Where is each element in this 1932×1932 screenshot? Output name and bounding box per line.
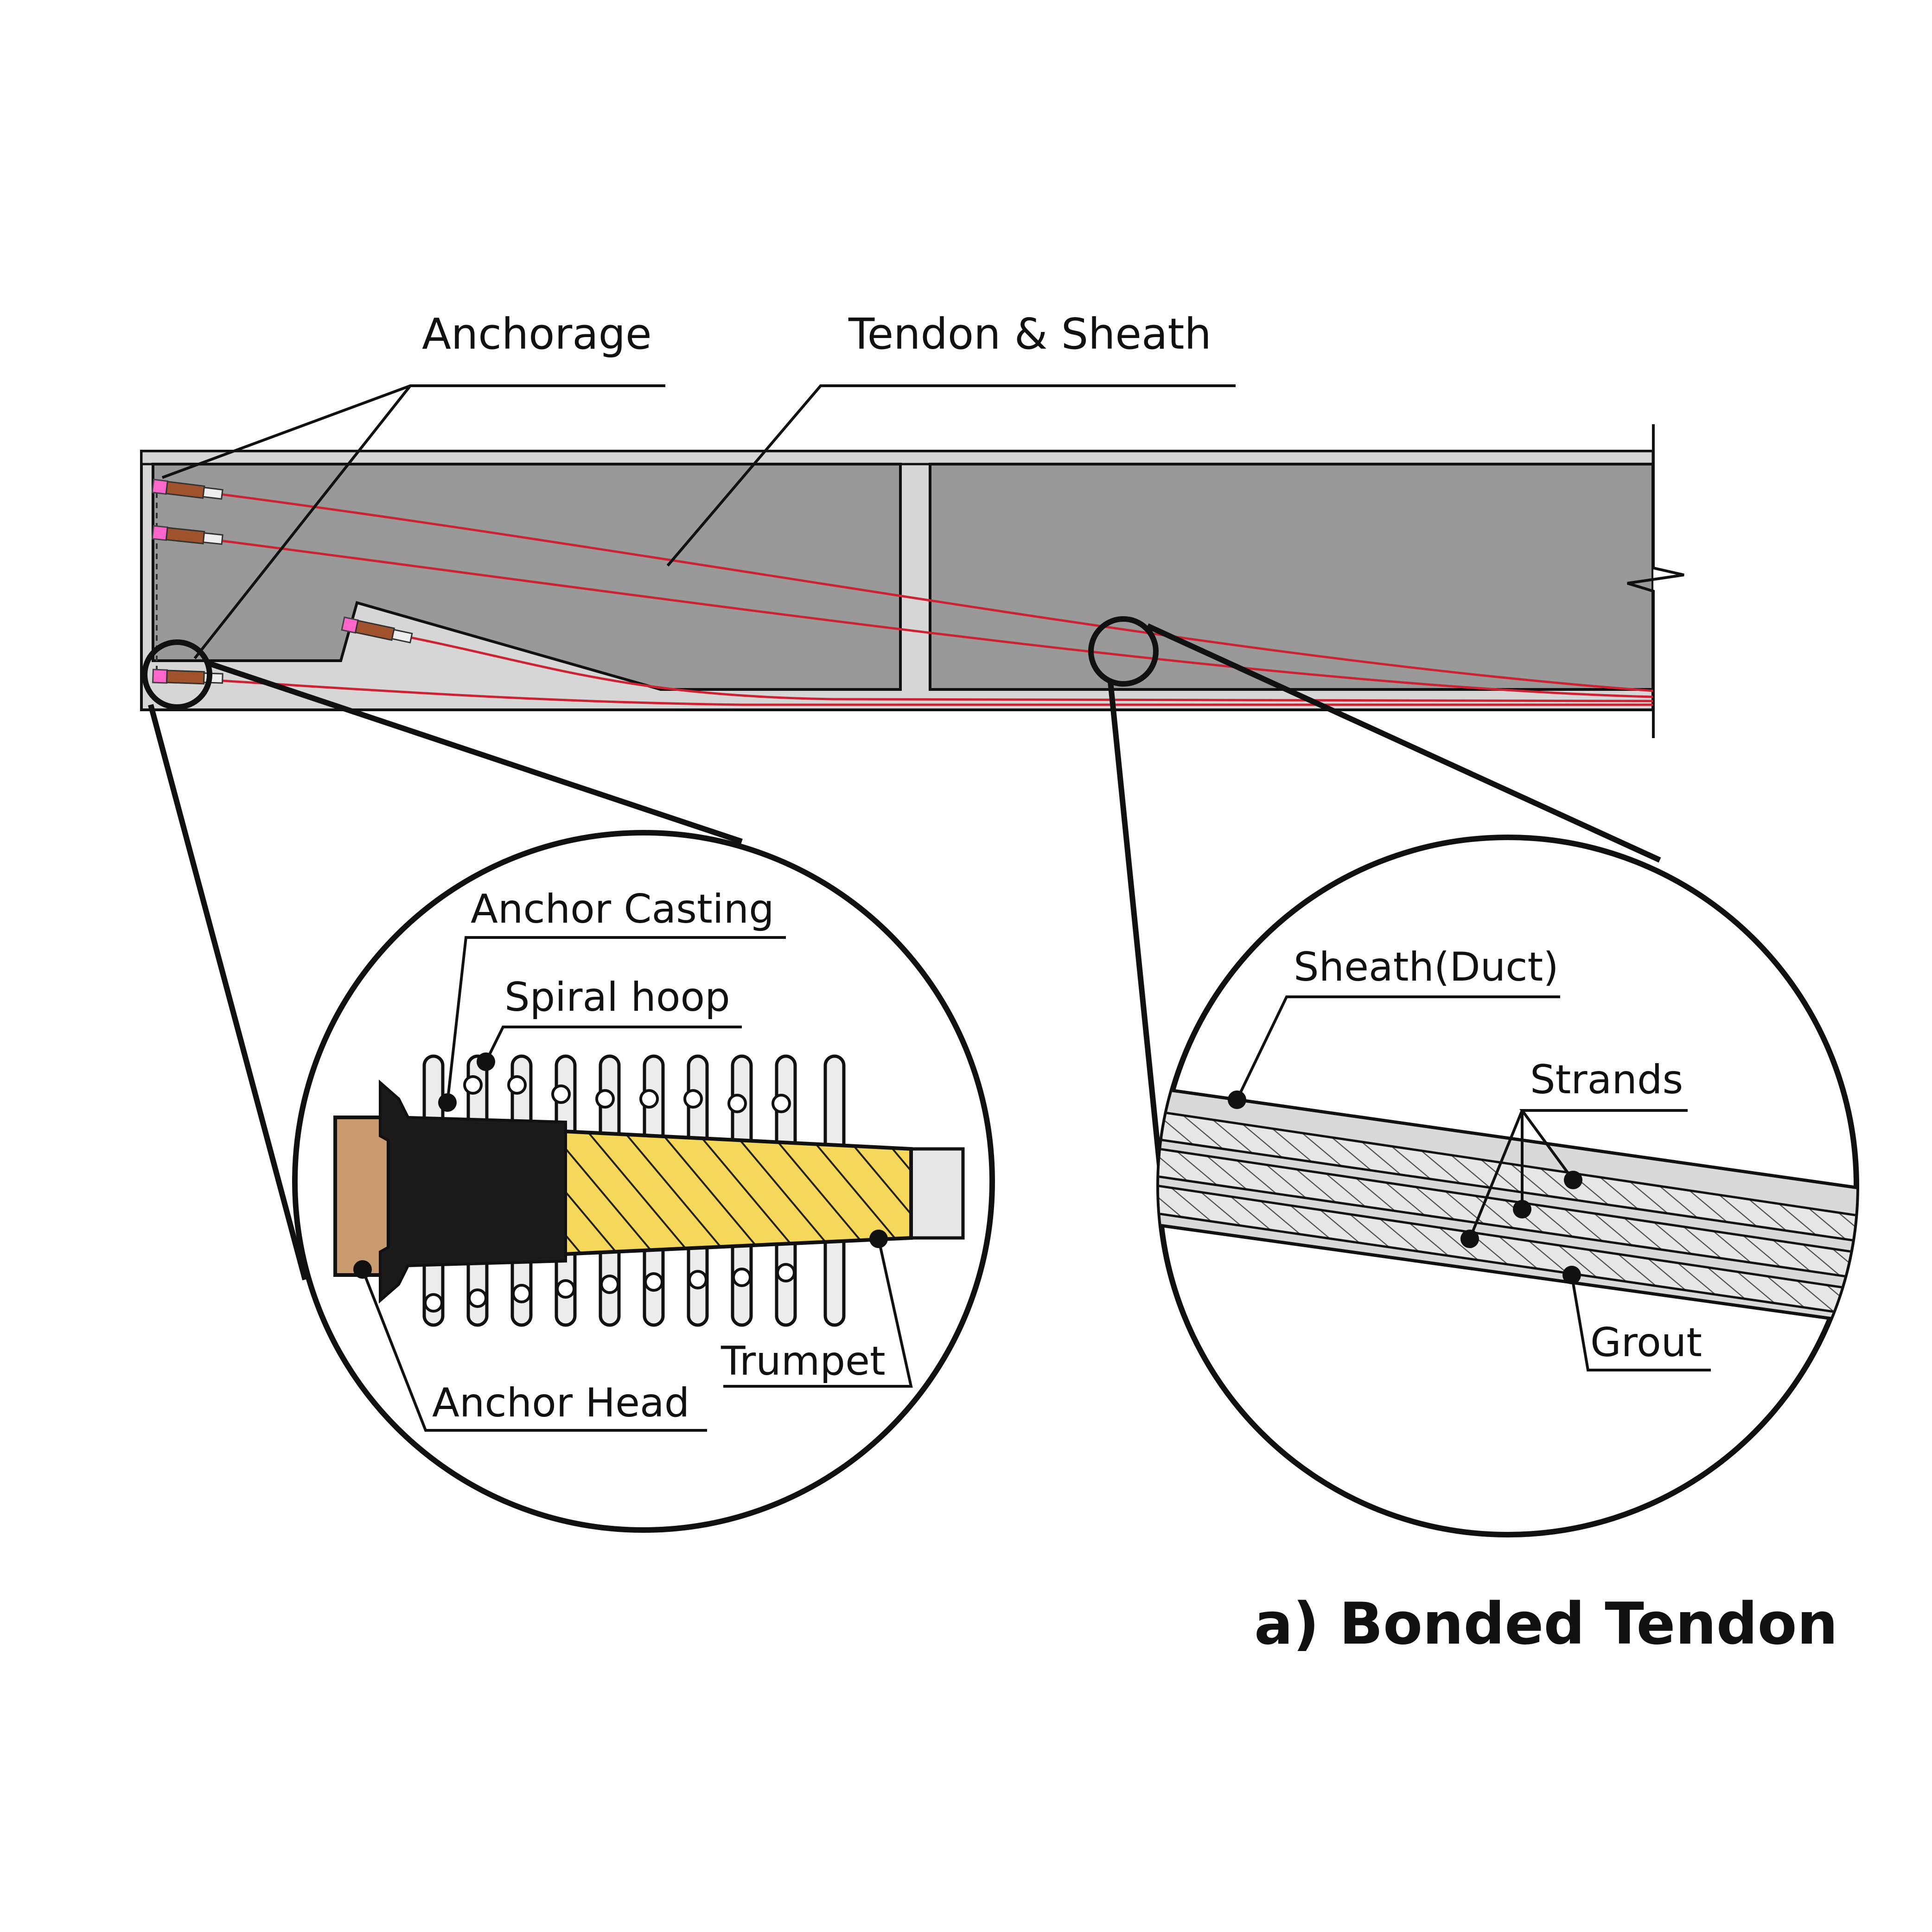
caption: a) Bonded Tendon: [1254, 1591, 1838, 1658]
anchor-casting: [379, 1079, 567, 1304]
top-flange: [140, 450, 1654, 465]
trumpet-sleeve: [909, 1147, 965, 1240]
label-trumpet: Trumpet: [721, 1338, 886, 1384]
trumpet: [561, 1129, 913, 1256]
label-anchorage: Anchorage: [422, 309, 652, 359]
top-leaders: [161, 384, 1236, 659]
strand-1: [1159, 1109, 1856, 1244]
web-block-left: [152, 463, 902, 691]
tendon-2: [162, 532, 1653, 698]
label-strands: Strands: [1530, 1057, 1683, 1103]
label-sheath-duct: Sheath(Duct): [1294, 944, 1559, 990]
label-tendon-sheath: Tendon & Sheath: [848, 309, 1211, 359]
zoom-circle-anchorage: [142, 639, 212, 710]
label-anchor-casting: Anchor Casting: [471, 886, 774, 932]
strand-2: [1159, 1146, 1856, 1281]
strand-3: [1159, 1183, 1856, 1318]
zoom-circle-tendon: [1088, 616, 1159, 687]
tendon-section-detail: Sheath(Duct) Strands Grout: [1156, 835, 1859, 1537]
anchorage-detail: Anchor Casting Spiral hoop Trumpet Ancho…: [292, 830, 995, 1533]
label-spiral-hoop: Spiral hoop: [504, 974, 730, 1020]
label-grout: Grout: [1590, 1320, 1702, 1366]
label-anchor-head: Anchor Head: [432, 1380, 689, 1426]
web-block-right: [929, 463, 1654, 691]
anchorage-markers: [151, 478, 413, 685]
tendon-1: [162, 485, 1653, 692]
tendon-3: [361, 627, 1653, 702]
girder: [140, 417, 1709, 742]
break-line: [1627, 424, 1684, 738]
